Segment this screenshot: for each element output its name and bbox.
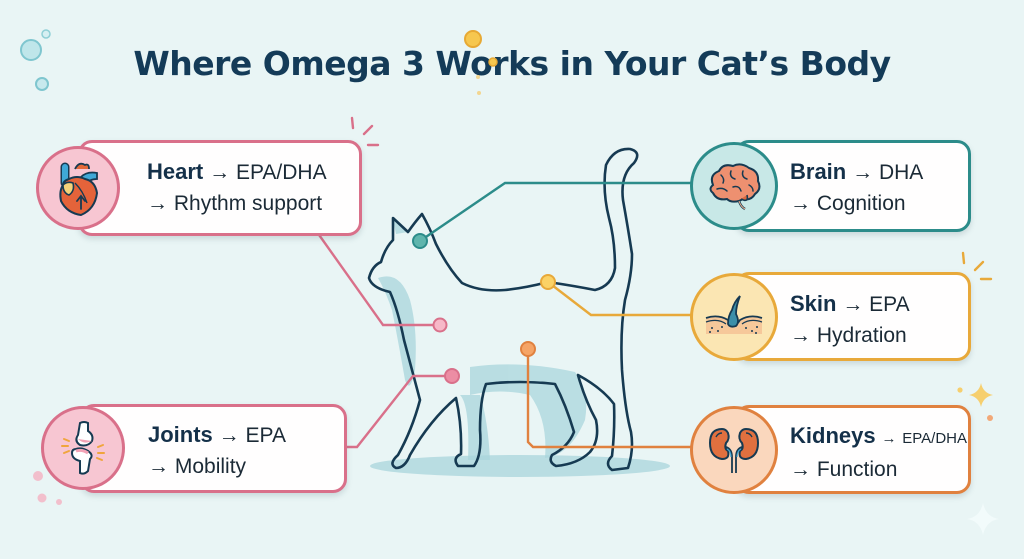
bubbles-decoration <box>20 29 498 95</box>
benefit-label: Mobility <box>174 455 247 478</box>
nutrient-label: EPA/DHA <box>902 430 968 447</box>
arrow: → <box>148 455 169 478</box>
benefit-label: Function <box>816 458 898 481</box>
arrow: → <box>790 458 811 481</box>
benefit-label: Cognition <box>816 192 906 215</box>
heart-card <box>78 140 362 236</box>
nutrient-label: EPA <box>245 424 286 447</box>
organ-label: Brain <box>790 159 847 184</box>
heart-card-text: Heart → EPA/DHA → Rhythm support <box>147 156 327 219</box>
skin-icon-badge <box>690 273 778 361</box>
organ-label: Skin <box>790 291 837 316</box>
arrow: → <box>209 161 231 184</box>
cat-shadow <box>370 455 670 477</box>
arrow: → <box>881 430 897 447</box>
heart-icon <box>59 162 99 217</box>
cat-outline <box>367 147 639 472</box>
brain-icon <box>709 163 761 211</box>
skin-icon <box>705 295 763 334</box>
nutrient-label: EPA/DHA <box>235 161 327 184</box>
arrow: → <box>147 192 168 215</box>
benefit-label: Hydration <box>816 324 907 347</box>
arrow: → <box>218 424 240 447</box>
organ-label: Joints <box>148 422 213 447</box>
joint-icon <box>61 421 105 475</box>
sparkle-rays-heart <box>350 116 380 147</box>
brain-icon-badge <box>690 142 778 230</box>
nutrient-label: DHA <box>878 161 924 184</box>
benefit-label: Rhythm support <box>173 192 323 215</box>
organ-label: Kidneys <box>790 423 876 448</box>
kidneys-card-text: Kidneys → EPA/DHA → Function <box>790 420 967 485</box>
brain-card-text: Brain → DHA → Cognition <box>790 156 923 219</box>
sparkle-rays-skin <box>961 251 993 281</box>
arrow: → <box>852 161 874 184</box>
page-title: Where Omega 3 Works in Your Cat’s Body <box>133 44 891 83</box>
connector-skin <box>540 274 692 317</box>
star-decoration <box>957 383 999 535</box>
skin-card-text: Skin → EPA → Hydration <box>790 288 910 351</box>
arrow: → <box>842 293 864 316</box>
connector-heart <box>316 231 448 333</box>
connector-brain <box>412 181 692 249</box>
arrow: → <box>790 192 811 215</box>
kidney-icon <box>708 427 760 473</box>
connector-kidneys <box>520 341 692 449</box>
joints-card-text: Joints → EPA → Mobility <box>148 419 286 482</box>
organ-label: Heart <box>147 159 204 184</box>
kidneys-icon-badge <box>690 406 778 494</box>
heart-icon-badge <box>36 146 120 230</box>
nutrient-label: EPA <box>869 293 910 316</box>
cat-shading <box>378 220 587 460</box>
arrow: → <box>790 324 811 347</box>
joints-icon-badge <box>41 406 125 490</box>
connector-joints <box>347 368 460 449</box>
dots-decoration <box>33 471 62 505</box>
